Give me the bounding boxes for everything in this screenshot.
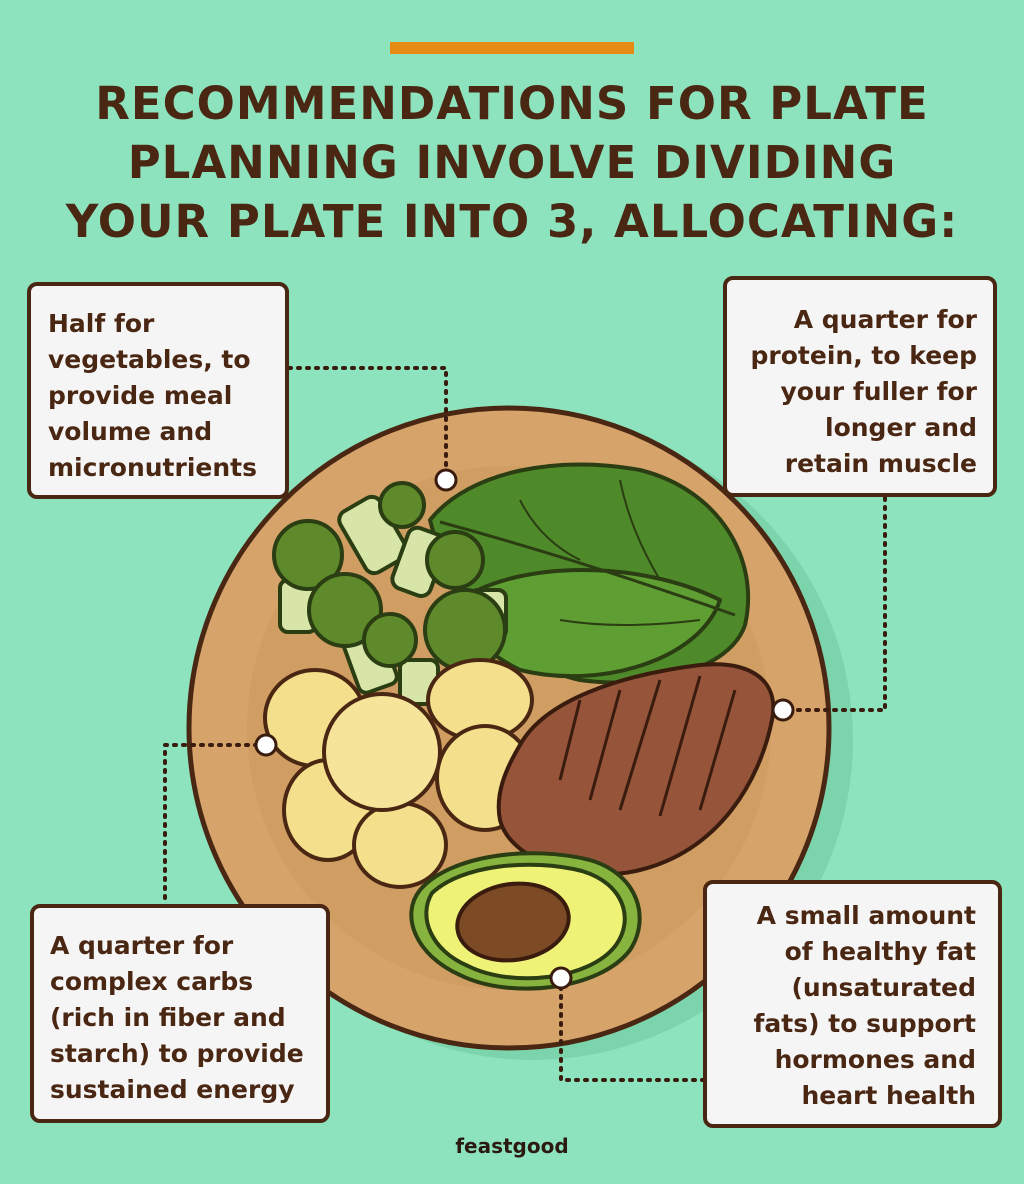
dot-vegetables xyxy=(434,468,458,492)
callout-carbs: A quarter for complex carbs (rich in fib… xyxy=(30,904,330,1123)
title-line: PLANNING INVOLVE DIVIDING xyxy=(127,136,897,189)
avocado xyxy=(409,851,642,991)
callout-protein: A quarter for protein, to keep your full… xyxy=(723,276,997,497)
callout-line: heart health xyxy=(801,1081,976,1110)
accent-bar xyxy=(390,42,634,54)
spinach-leaves xyxy=(428,462,751,685)
callout-line: volume and xyxy=(48,417,213,446)
callout-line: longer and xyxy=(825,413,977,442)
dot-protein xyxy=(771,698,795,722)
dot-fat xyxy=(549,966,573,990)
title-line: RECOMMENDATIONS FOR PLATE xyxy=(95,77,929,130)
callout-line: starch) to provide xyxy=(50,1039,304,1068)
callout-line: A quarter for xyxy=(793,305,977,334)
callout-line: sustained energy xyxy=(50,1075,295,1104)
dot-carbs xyxy=(254,733,278,757)
callout-line: complex carbs xyxy=(50,967,254,996)
title-line: YOUR PLATE INTO 3, ALLOCATING: xyxy=(65,195,959,248)
brand-logo: feastgood xyxy=(455,1134,569,1158)
callout-line: retain muscle xyxy=(784,449,977,478)
connector-carbs xyxy=(163,743,268,906)
connector-protein xyxy=(781,496,887,712)
connector-lines xyxy=(163,366,887,1082)
connector-vegetables xyxy=(287,366,448,482)
callout-vegetables: Half for vegetables, to provide meal vol… xyxy=(27,282,289,499)
callout-line: A small amount xyxy=(756,901,976,930)
broccoli xyxy=(272,481,508,706)
steak xyxy=(496,662,776,877)
page-title: RECOMMENDATIONS FOR PLATE PLANNING INVOL… xyxy=(0,74,1024,251)
callout-line: Half for xyxy=(48,309,155,338)
callout-line: fats) to support xyxy=(753,1009,976,1038)
callout-line: vegetables, to xyxy=(48,345,251,374)
connector-fat xyxy=(559,976,705,1082)
callout-line: (rich in fiber and xyxy=(50,1003,286,1032)
connector-dots xyxy=(254,468,795,990)
callout-line: protein, to keep xyxy=(750,341,977,370)
callout-line: (unsaturated xyxy=(791,973,976,1002)
callout-line: of healthy fat xyxy=(784,937,976,966)
callout-line: A quarter for xyxy=(50,931,234,960)
callout-line: your fuller for xyxy=(780,377,977,406)
callout-line: micronutrients xyxy=(48,453,257,482)
callout-line: provide meal xyxy=(48,381,233,410)
callout-line: hormones and xyxy=(774,1045,976,1074)
callout-fat: A small amount of healthy fat (unsaturat… xyxy=(703,880,1002,1128)
